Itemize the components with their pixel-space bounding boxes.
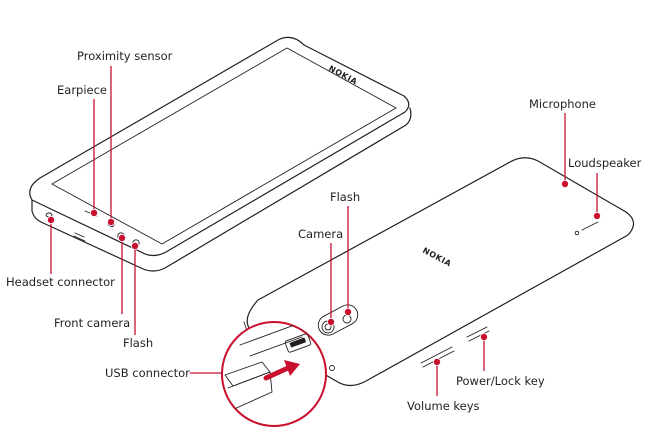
marker-volume-keys	[432, 357, 441, 366]
label-front-flash: Flash	[123, 336, 153, 350]
label-loudspeaker: Loudspeaker	[568, 156, 642, 170]
marker-earpiece	[90, 208, 99, 217]
label-earpiece: Earpiece	[57, 83, 107, 97]
back-mic-hole	[329, 365, 335, 371]
magnified-phone-edge-lower	[249, 336, 303, 357]
front-usb-slot-bottom	[73, 235, 86, 242]
label-proximity-sensor: Proximity sensor	[77, 49, 173, 63]
marker-front-camera	[118, 233, 127, 242]
front-brand-logo: NOKIA	[327, 64, 359, 87]
marker-power-lock-key	[479, 332, 488, 341]
marker-headset-connector	[47, 215, 56, 224]
volume-key-top	[420, 346, 453, 364]
magnified-usb-port-opening	[289, 337, 306, 348]
loudspeaker-hole	[574, 230, 580, 236]
label-power-lock-key: Power/Lock key	[456, 374, 545, 388]
marker-front-flash	[130, 241, 139, 250]
marker-microphone	[561, 179, 570, 188]
back-flash-lens	[342, 314, 352, 324]
label-back-flash: Flash	[330, 190, 360, 204]
marker-camera	[326, 317, 335, 326]
back-phone-body	[246, 157, 635, 387]
magnified-usb-port	[284, 333, 312, 353]
front-usb-slot	[74, 232, 85, 238]
callouts	[47, 66, 602, 396]
usb-magnifier	[221, 321, 327, 427]
insert-arrow-shaft	[263, 365, 291, 381]
label-front-camera: Front camera	[54, 316, 130, 330]
label-headset-connector: Headset connector	[6, 275, 115, 289]
front-phone-screen	[51, 47, 397, 245]
usb-plug-body	[227, 371, 273, 411]
marker-proximity-sensor	[107, 217, 116, 226]
back-brand-logo: NOKIA	[421, 246, 453, 269]
power-key-edge	[468, 330, 490, 342]
label-camera: Camera	[298, 227, 343, 241]
label-volume-keys: Volume keys	[407, 399, 480, 413]
label-usb-connector: USB connector	[105, 366, 190, 380]
camera-module	[317, 304, 359, 336]
loudspeaker-grille	[581, 221, 599, 231]
front-phone-body	[29, 36, 410, 257]
marker-back-flash	[343, 307, 352, 316]
front-phone-side	[31, 107, 412, 272]
front-phone: NOKIA	[29, 36, 412, 272]
marker-loudspeaker	[593, 211, 602, 220]
power-key	[466, 326, 488, 338]
labels: Proximity sensor Earpiece Headset connec…	[6, 49, 642, 413]
insert-arrow-head	[284, 360, 300, 376]
label-microphone: Microphone	[529, 97, 596, 111]
